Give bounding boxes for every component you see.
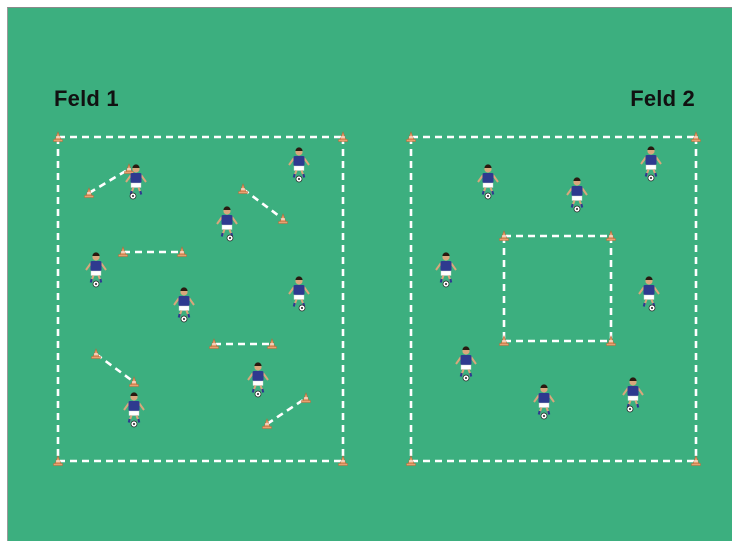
ball-icon [93,281,99,287]
ball-icon [299,305,305,311]
ball-icon [627,406,633,412]
ball-icon [181,316,187,322]
ball-icon [227,235,233,241]
field-2-title: Feld 2 [630,86,695,112]
ball-icon [255,391,261,397]
ball-icon [296,176,302,182]
field-1-title: Feld 1 [54,86,119,112]
ball-icon [649,305,655,311]
ball-icon [541,413,547,419]
ball-icon [574,206,580,212]
ball-icon [130,193,136,199]
ball-icon [463,375,469,381]
ball-icon [443,281,449,287]
training-diagram: Feld 1 Feld 2 [7,7,732,541]
ball-icon [131,421,137,427]
ball-icon [648,175,654,181]
ball-icon [485,193,491,199]
